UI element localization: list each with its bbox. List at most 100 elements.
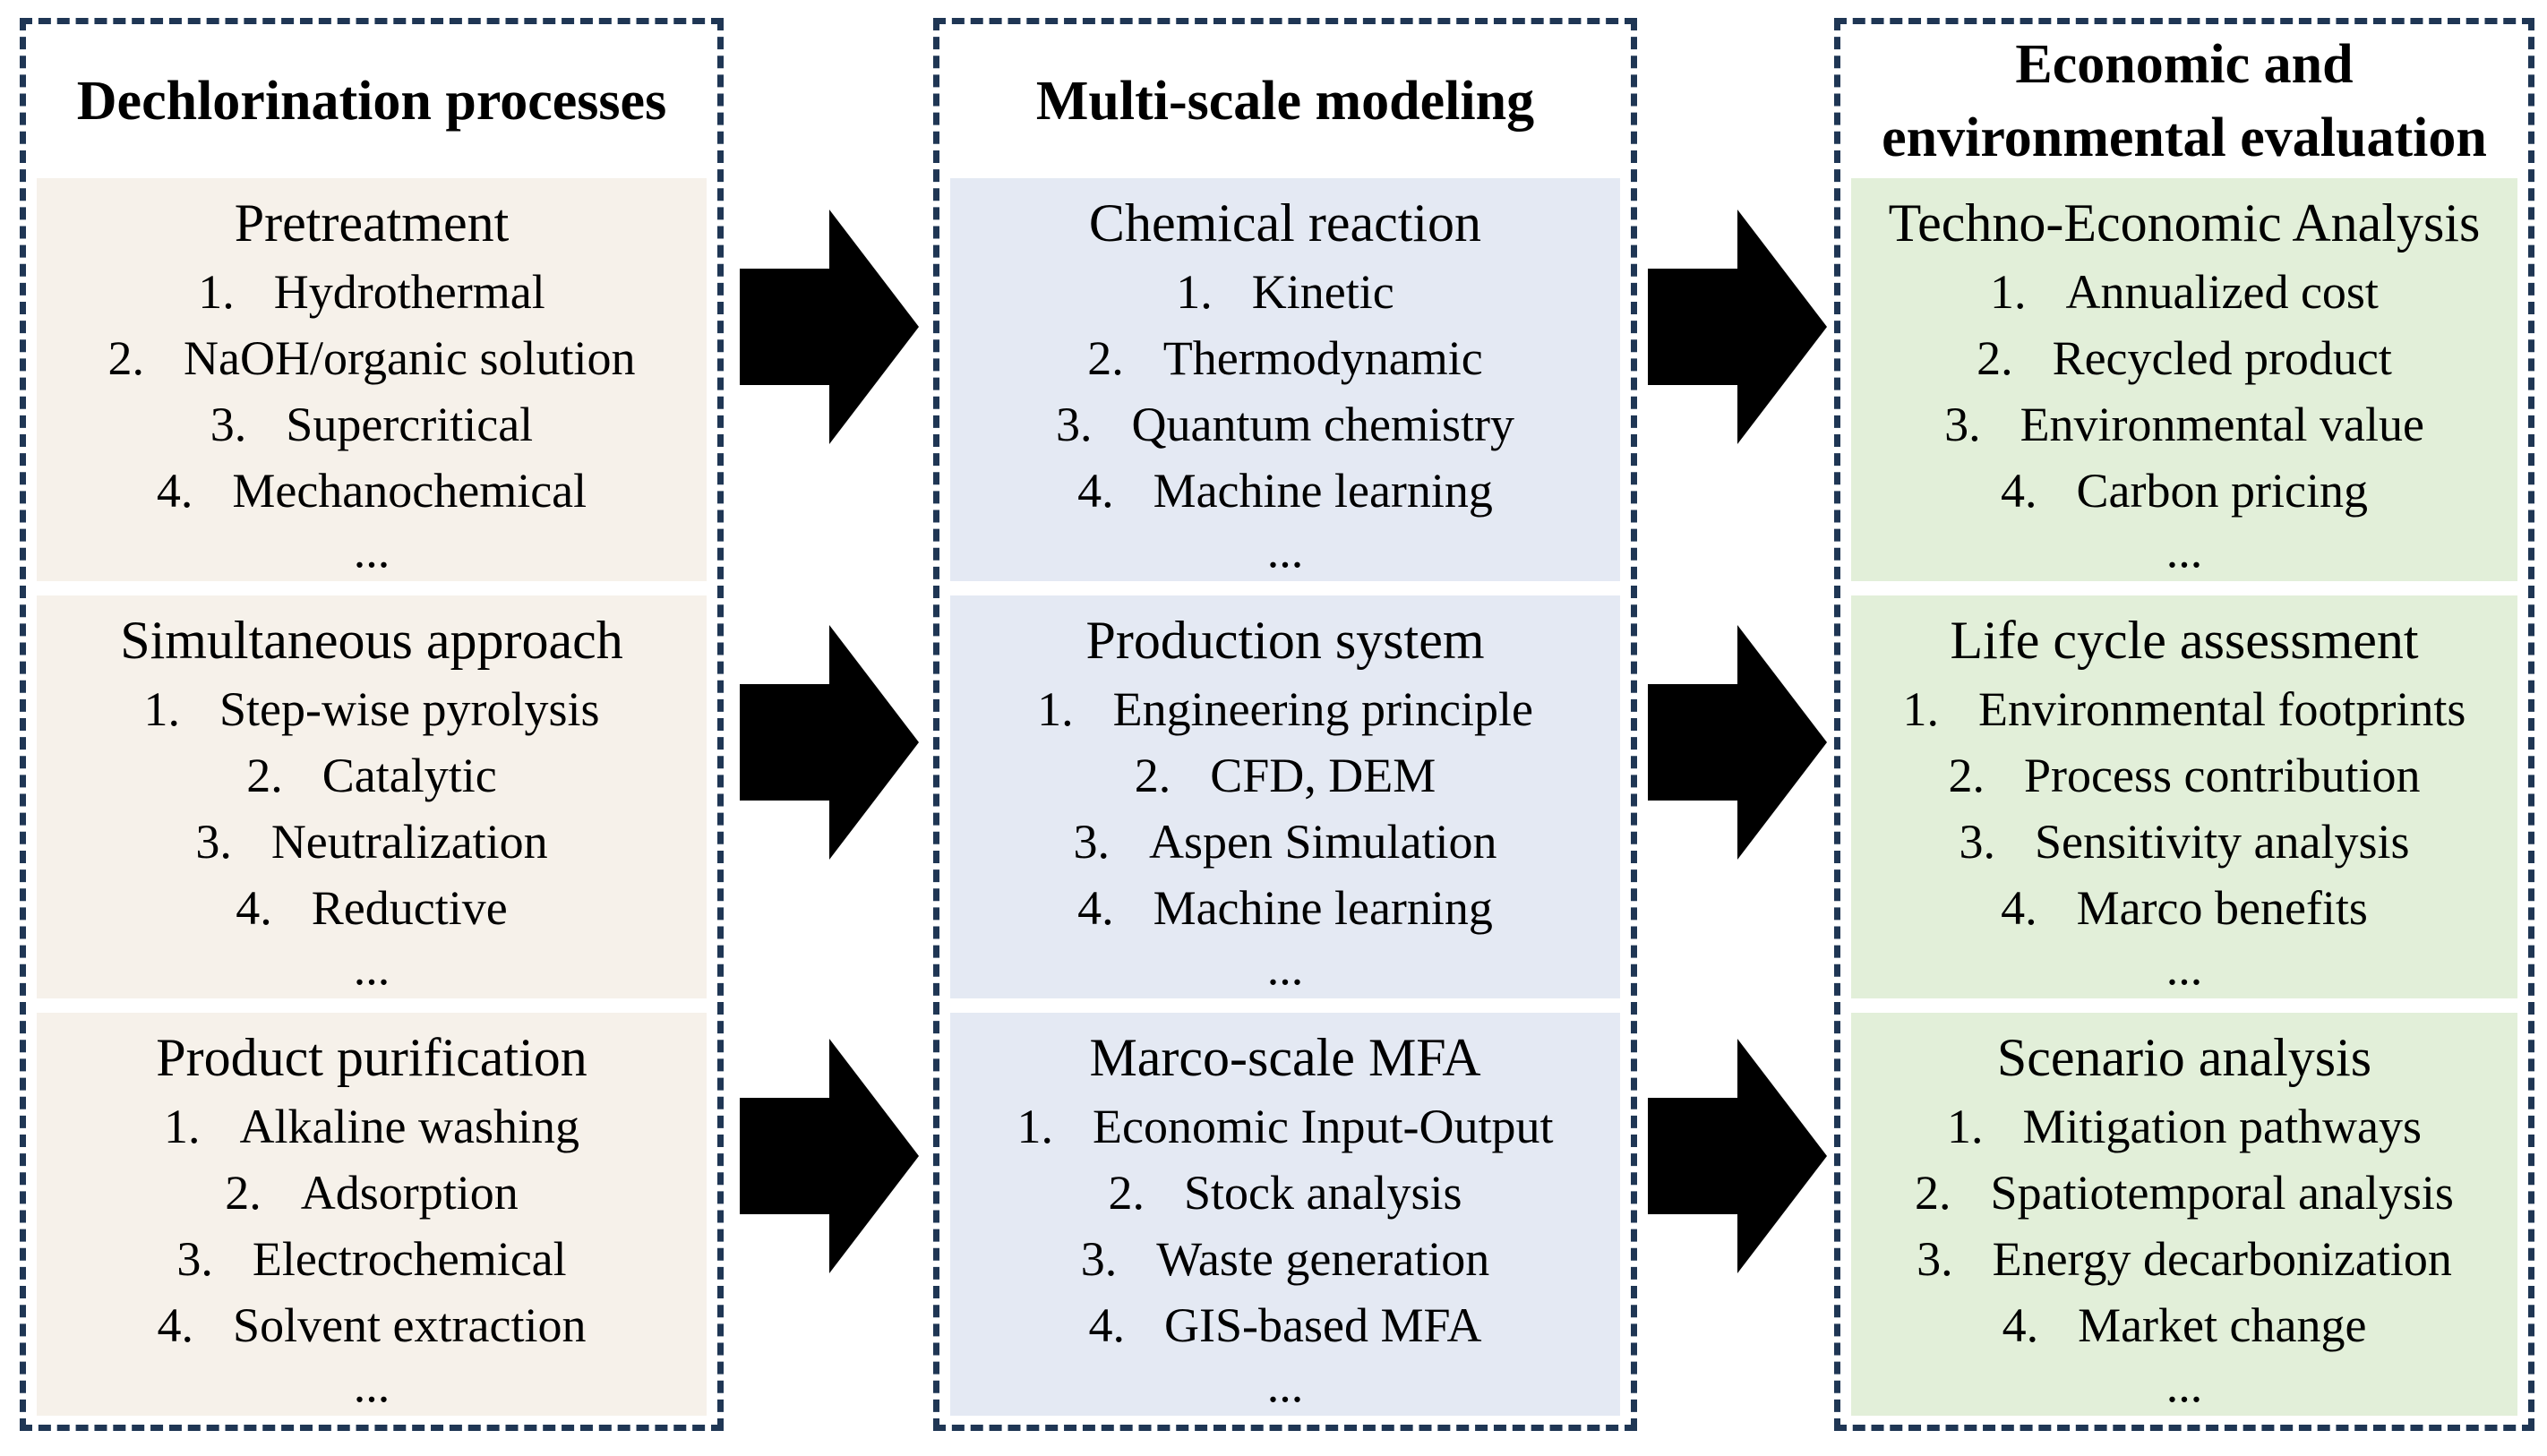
list-item: 2.Recycled product [1851, 325, 2517, 391]
item-number: 3. [195, 815, 232, 869]
item-number: 1. [198, 265, 235, 319]
item-number: 1. [1990, 265, 2027, 319]
list-item: 1.Kinetic [950, 259, 1620, 325]
ellipsis: ... [353, 941, 390, 995]
item-label: Reductive [311, 881, 508, 935]
list-item: 1.Engineering principle [950, 676, 1620, 742]
item-number: 4. [2001, 881, 2037, 935]
item-label: Spatiotemporal analysis [1990, 1166, 2454, 1220]
list-item: 2. NaOH/organic solution [37, 325, 707, 391]
item-number: 4. [2001, 464, 2037, 518]
item-number: 3. [1073, 815, 1111, 869]
item-number: 2. [225, 1166, 262, 1220]
item-number: 2. [246, 749, 283, 802]
item-label: CFD, DEM [1210, 749, 1436, 802]
section-production-system: Production system 1.Engineering principl… [950, 595, 1620, 998]
section-title: Life cycle assessment [1950, 611, 2419, 670]
section-marco-scale-mfa: Marco-scale MFA 1.Economic Input-Output … [950, 1013, 1620, 1416]
column-header: Dechlorination processes [76, 71, 667, 132]
section-title: Simultaneous approach [120, 611, 623, 670]
item-list: 1.Alkaline washing 2.Adsorption 3.Electr… [37, 1093, 707, 1358]
list-item: 1. Annualized cost [1851, 259, 2517, 325]
item-number: 4. [236, 881, 272, 935]
column-economic-environmental-evaluation: Economic and environmental evaluation Te… [1834, 18, 2534, 1431]
item-label: Hydrothermal [273, 265, 545, 319]
item-number: 3. [1944, 398, 1981, 451]
item-label: Engineering principle [1112, 682, 1533, 736]
list-item: 4.Marco benefits [1851, 875, 2517, 941]
arrow-right-icon [740, 625, 919, 860]
item-label: Carbon pricing [2076, 464, 2368, 518]
column-header: Multi-scale modeling [1035, 71, 1535, 132]
item-number: 4. [1077, 464, 1114, 518]
list-item: 2.Catalytic [37, 742, 707, 809]
item-label: Energy decarbonization [1992, 1232, 2452, 1286]
ellipsis: ... [1266, 941, 1304, 995]
section-product-purification: Product purification 1.Alkaline washing … [37, 1013, 707, 1416]
item-number: 2. [1134, 749, 1171, 802]
list-item: 3.Neutralization [37, 809, 707, 875]
item-label: Sensitivity analysis [2035, 815, 2410, 869]
arrow-right-icon [1648, 1039, 1827, 1273]
column-header: Economic and environmental evaluation [1882, 34, 2487, 168]
item-label: GIS-based MFA [1164, 1298, 1482, 1352]
item-label: Solvent extraction [233, 1298, 587, 1352]
item-label: Mechanochemical [232, 464, 587, 518]
section-scenario-analysis: Scenario analysis 1.Mitigation pathways … [1851, 1013, 2517, 1416]
item-label: Machine learning [1153, 881, 1493, 935]
item-list: 1. Mitigation pathways 2. Spatiotemporal a… [1851, 1093, 2517, 1358]
item-number: 4. [2002, 1298, 2039, 1352]
item-label: Adsorption [300, 1166, 519, 1220]
column-dechlorination-processes: Dechlorination processes Pretreatment 1.… [20, 18, 724, 1431]
item-label: Stock analysis [1184, 1166, 1462, 1220]
item-number: 2. [1108, 1166, 1145, 1220]
arrow-right-icon [740, 1039, 919, 1273]
item-label: Step-wise pyrolysis [219, 682, 600, 736]
item-list: 1. Annualized cost 2.Recycled product 3. E… [1851, 259, 2517, 524]
item-number: 3. [176, 1232, 213, 1286]
list-item: 3. Quantum chemistry [950, 391, 1620, 458]
list-item: 4. Reductive [37, 875, 707, 941]
list-item: 4.GIS-based MFA [950, 1292, 1620, 1358]
section-chemical-reaction: Chemical reaction 1.Kinetic 2.Thermodyna… [950, 178, 1620, 581]
item-number: 2. [1915, 1166, 1951, 1220]
list-item: 2. Spatiotemporal analysis [1851, 1160, 2517, 1226]
list-item: 2. Adsorption [37, 1160, 707, 1226]
list-item: 4. Mechanochemical [37, 458, 707, 524]
item-number: 1. [1902, 682, 1940, 736]
item-number: 3. [210, 398, 247, 451]
item-label: Environmental value [2020, 398, 2424, 451]
item-label: Process contribution [2024, 749, 2421, 802]
list-item: 3.Waste generation [950, 1226, 1620, 1292]
ellipsis: ... [2165, 524, 2203, 578]
item-number: 2. [1087, 331, 1124, 385]
item-number: 4. [1077, 881, 1114, 935]
arrow-right-icon [1648, 625, 1827, 860]
item-label: Recycled product [2052, 331, 2392, 385]
item-label: Thermodynamic [1162, 331, 1483, 385]
item-number: 1. [164, 1100, 201, 1153]
ellipsis: ... [353, 1358, 390, 1412]
item-label: Annualized cost [2065, 265, 2379, 319]
item-label: Economic Input-Output [1093, 1100, 1554, 1153]
item-label: Mitigation pathways [2022, 1100, 2422, 1153]
item-label: NaOH/organic solution [184, 331, 636, 385]
item-number: 1. [1016, 1100, 1054, 1153]
item-label: Environmental footprints [1978, 682, 2466, 736]
item-number: 3. [1056, 398, 1093, 451]
item-list: 1.Engineering principle 2.CFD, DEM 3.Asp… [950, 676, 1620, 941]
item-label: Machine learning [1153, 464, 1493, 518]
list-item: 3. Environmental value [1851, 391, 2517, 458]
list-item: 2. Thermodynamic [950, 325, 1620, 391]
list-item: 2. CFD, DEM [950, 742, 1620, 809]
item-number: 2. [107, 331, 145, 385]
list-item: 1.Step-wise pyrolysis [37, 676, 707, 742]
item-number: 1. [1947, 1100, 1984, 1153]
item-list: 1.Step-wise pyrolysis 2.Catalytic 3.Neut… [37, 676, 707, 941]
item-label: Kinetic [1251, 265, 1394, 319]
item-number: 4. [156, 464, 193, 518]
arrow-right-icon [1648, 210, 1827, 444]
list-item: 3.Energy decarbonization [1851, 1226, 2517, 1292]
list-item: 4. Carbon pricing [1851, 458, 2517, 524]
item-label: Quantum chemistry [1131, 398, 1514, 451]
